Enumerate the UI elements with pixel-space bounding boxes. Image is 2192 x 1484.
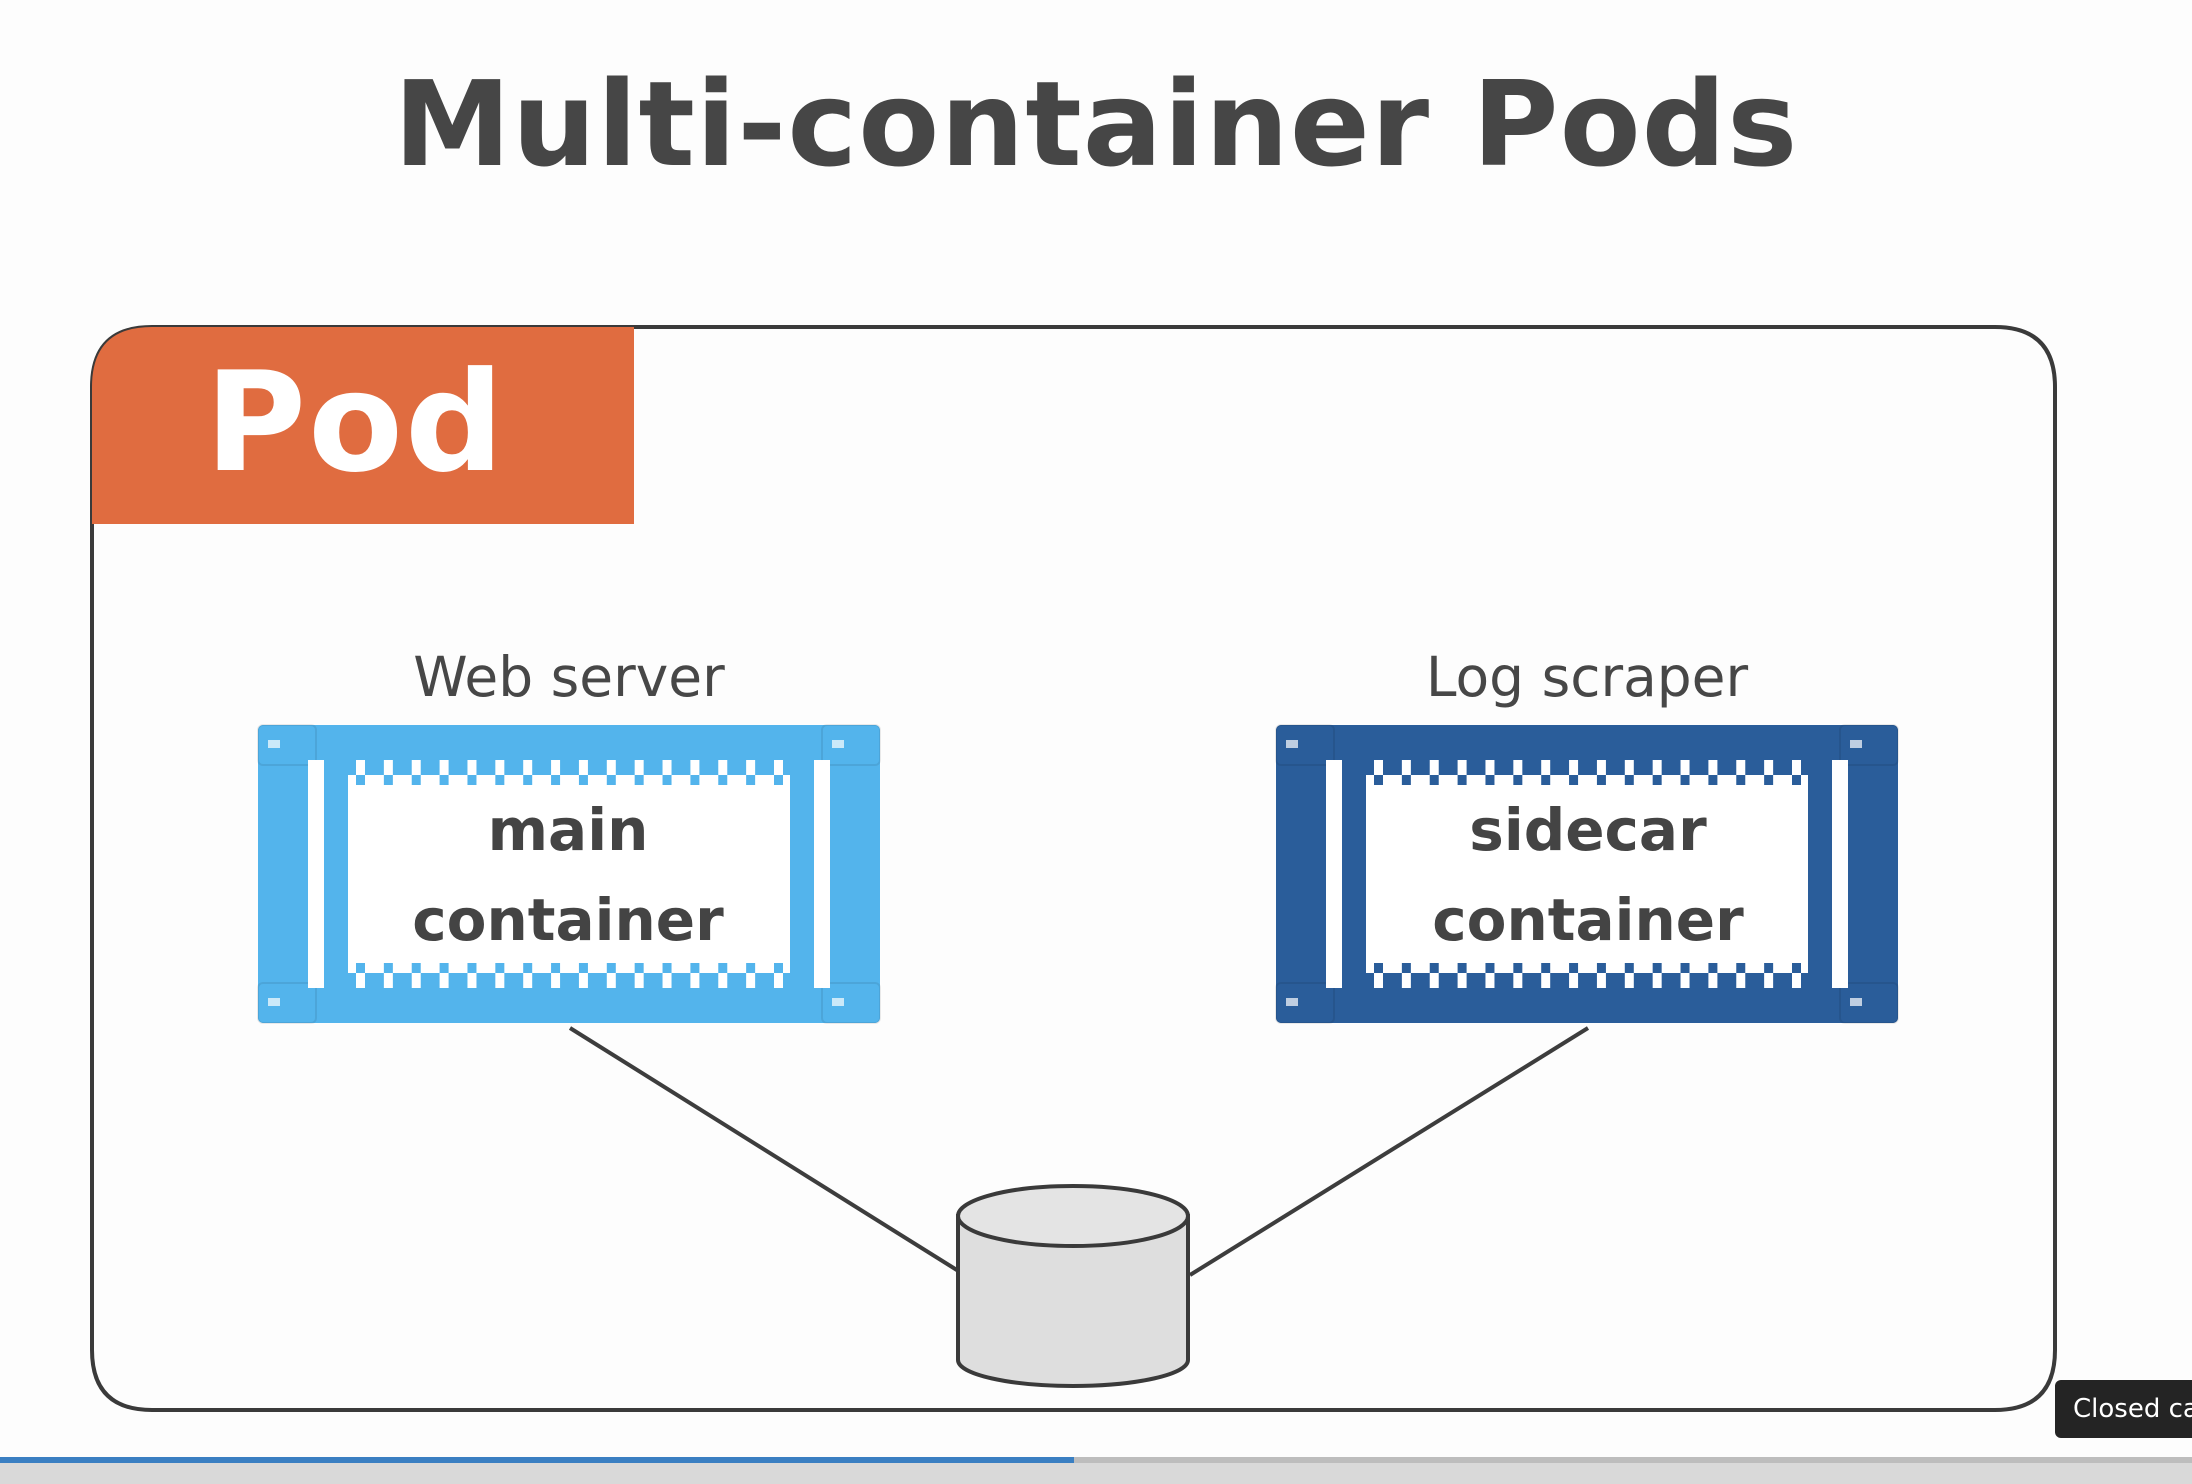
main-container-line1: main (487, 796, 649, 864)
main-container-line2: container (412, 886, 724, 954)
storage-cylinder-icon (956, 1184, 1190, 1388)
connector-line-sidecar (1188, 1026, 1590, 1277)
web-server-label: Web server (413, 645, 725, 709)
pod-label: Pod (205, 342, 506, 503)
log-scraper-label: Log scraper (1425, 645, 1749, 709)
progress-track[interactable] (0, 1457, 2192, 1463)
slide-title: Multi-container Pods (393, 55, 1799, 193)
progress-fill (0, 1457, 1075, 1463)
connector-line-main (568, 1026, 962, 1274)
sidecar-container-line2: container (1432, 886, 1744, 954)
closed-captions-button[interactable]: Closed ca (2055, 1380, 2192, 1438)
main-container-icon (257, 724, 881, 1024)
sidecar-container-line1: sidecar (1469, 796, 1707, 864)
sidecar-container-icon (1275, 724, 1899, 1024)
sidecar-container-text: sidecar container (1368, 785, 1808, 965)
pod-tab (92, 327, 634, 524)
main-container-text: main container (348, 785, 788, 965)
